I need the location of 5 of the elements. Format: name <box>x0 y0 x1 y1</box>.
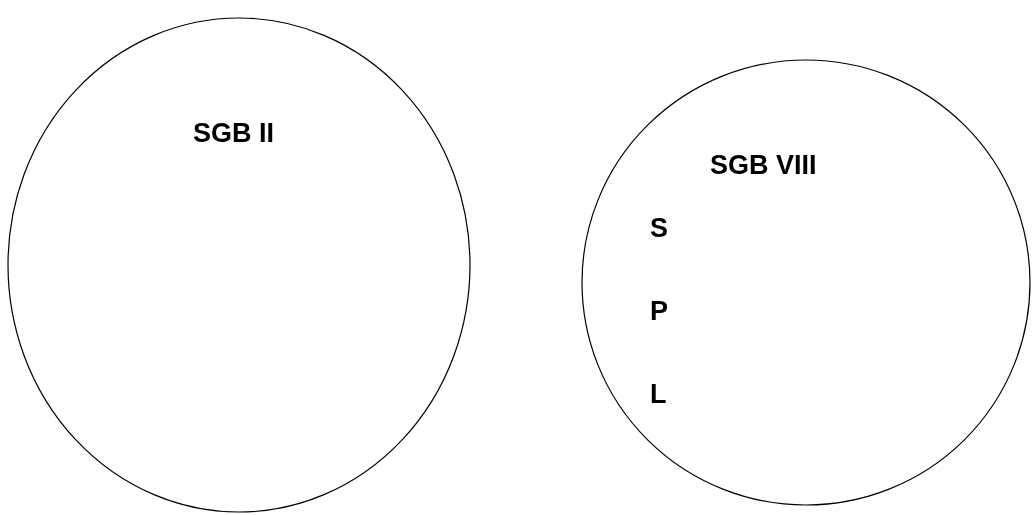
circle-label: S <box>650 215 668 242</box>
circle-title: SGB VIII <box>710 152 817 179</box>
circle-label: P <box>650 298 668 325</box>
circle-label: L <box>650 381 667 408</box>
circle-title: SGB II <box>193 120 274 147</box>
